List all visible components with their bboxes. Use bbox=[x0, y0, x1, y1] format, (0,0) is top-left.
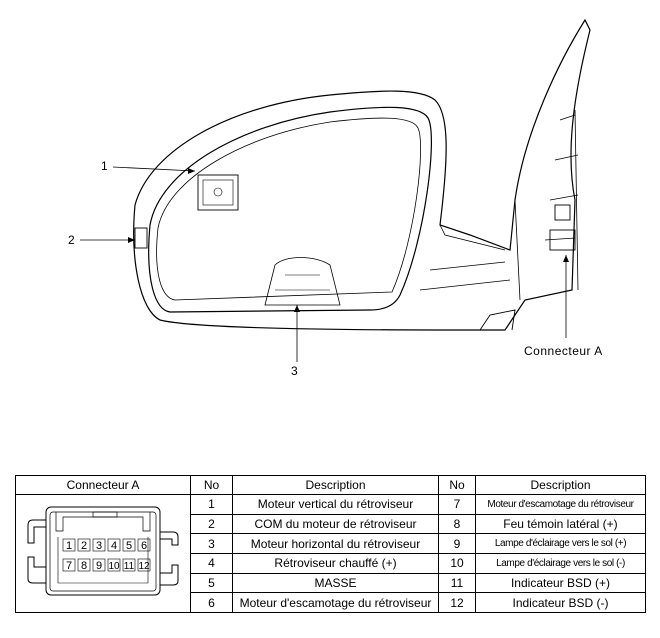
pin-description: Moteur d'escamotage du rétroviseur bbox=[475, 494, 646, 515]
pin-8: 8 bbox=[81, 560, 87, 572]
pin-no: 4 bbox=[190, 552, 233, 574]
pin-no: 11 bbox=[438, 572, 476, 594]
pin-no: 5 bbox=[190, 572, 233, 594]
pin-description: Lampe d'éclairage vers le sol (-) bbox=[475, 552, 646, 574]
pin-description: Rétroviseur chauffé (+) bbox=[232, 552, 439, 574]
pin-6: 6 bbox=[141, 540, 147, 552]
pin-description: COM du moteur de rétroviseur bbox=[232, 513, 439, 535]
pin-4: 4 bbox=[111, 540, 117, 552]
connector-diagram: 1 2 3 4 5 6 7 8 9 10 11 12 bbox=[15, 494, 191, 613]
pin-no: 6 bbox=[190, 592, 233, 613]
pin-no: 9 bbox=[438, 533, 476, 554]
pin-description: Indicateur BSD (+) bbox=[475, 572, 646, 594]
header-no: No bbox=[438, 475, 476, 495]
pin-no: 8 bbox=[438, 513, 476, 535]
header-no: No bbox=[190, 475, 233, 495]
callout-1: 1 bbox=[101, 159, 108, 173]
pin-7: 7 bbox=[66, 560, 72, 572]
header-description: Description bbox=[475, 475, 646, 495]
pin-10: 10 bbox=[108, 561, 120, 572]
pin-description: Indicateur BSD (-) bbox=[475, 592, 646, 613]
callout-connector: Connecteur A bbox=[524, 344, 603, 358]
pin-5: 5 bbox=[126, 540, 132, 552]
pin-2: 2 bbox=[81, 540, 87, 552]
pin-no: 10 bbox=[438, 552, 476, 574]
mirror-glass bbox=[148, 106, 432, 313]
pin-12: 12 bbox=[138, 561, 150, 572]
pin-description: MASSE bbox=[232, 572, 439, 594]
pin-description: Moteur d'escamotage du rétroviseur bbox=[232, 592, 439, 613]
pin-description: Feu témoin latéral (+) bbox=[475, 513, 646, 535]
callout-2: 2 bbox=[68, 233, 75, 247]
table-row: 1 2 3 4 5 6 7 8 9 10 11 12 1 Moteur vert… bbox=[15, 494, 646, 613]
header-connector: Connecteur A bbox=[15, 475, 191, 495]
pin-11: 11 bbox=[124, 561, 135, 572]
pin-description: Lampe d'éclairage vers le sol (+) bbox=[475, 533, 646, 554]
connector-pin-table: Connecteur A No Description No Descripti… bbox=[15, 475, 646, 613]
pin-3: 3 bbox=[96, 540, 102, 552]
mirror-drawing bbox=[80, 18, 591, 362]
header-description: Description bbox=[232, 475, 439, 495]
pin-no: 1 bbox=[190, 494, 233, 515]
pin-9: 9 bbox=[96, 560, 102, 572]
pin-1: 1 bbox=[66, 540, 72, 552]
pin-no: 12 bbox=[438, 592, 476, 613]
mirror-housing bbox=[133, 18, 591, 331]
callout-3: 3 bbox=[291, 364, 298, 378]
leader-1 bbox=[112, 166, 196, 172]
table-header-row: Connecteur A No Description No Descripti… bbox=[15, 475, 646, 495]
table-row: 6 Moteur d'escamotage du rétroviseur 12 … bbox=[16, 592, 646, 613]
table-row: 3 Moteur horizontal du rétroviseur 9 Lam… bbox=[16, 533, 646, 554]
pin-description: Moteur horizontal du rétroviseur bbox=[232, 533, 439, 554]
pin-no: 3 bbox=[190, 533, 233, 554]
pin-no: 7 bbox=[438, 494, 476, 515]
pin-no: 2 bbox=[190, 513, 233, 535]
pin-description: Moteur vertical du rétroviseur bbox=[232, 494, 439, 515]
